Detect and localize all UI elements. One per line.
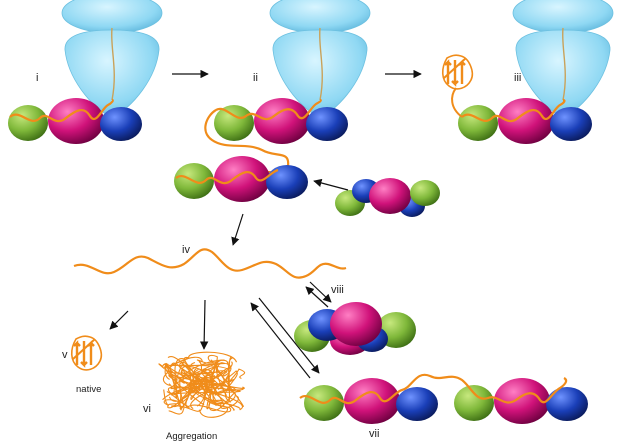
arrow-unfolded-to-vii — [258, 297, 320, 374]
arrow-released-to-unfolded — [231, 213, 244, 246]
aggregate-strand — [205, 368, 246, 390]
label-vi: vi — [143, 403, 151, 415]
aggregate-strand — [174, 358, 237, 399]
caption-native: native — [76, 384, 101, 395]
arrow-cluster-to-released — [313, 178, 349, 191]
stage-iii-native-domain-icon — [441, 53, 474, 91]
stage-ii-ribosome — [269, 0, 371, 119]
released-protein — [174, 156, 308, 202]
stage-vii-proteins — [299, 373, 588, 424]
aggregate-strand — [180, 365, 236, 405]
aggregate-strand — [168, 378, 216, 402]
caption-aggregation: Aggregation — [166, 431, 217, 442]
stage-i-nascent-protein — [8, 98, 142, 144]
misfolded-cluster-top — [335, 178, 440, 217]
arrow-unfolded-to-native — [109, 310, 129, 330]
label-v: v — [62, 349, 68, 361]
misfolded-cluster-viii — [294, 302, 416, 355]
aggregate-strand — [171, 380, 228, 418]
label-iii: iii — [514, 72, 521, 84]
arrow-unfolded-to-aggregation — [199, 299, 209, 350]
label-ii: ii — [253, 72, 258, 84]
arrow-viii-to-unfolded — [305, 286, 329, 308]
label-i: i — [36, 72, 38, 84]
aggregate-strand — [158, 363, 202, 390]
aggregation-tangle — [158, 351, 246, 418]
arrow-unfolded-to-viii — [309, 281, 332, 303]
aggregate-strand — [169, 361, 200, 411]
native-fold-icon — [70, 334, 103, 372]
label-iv: iv — [182, 244, 190, 256]
label-viii: viii — [331, 284, 344, 296]
stage-i-ribosome — [61, 0, 163, 119]
stage-iii-protein — [451, 87, 592, 144]
aggregate-strand — [163, 389, 190, 409]
unfolded-chain — [73, 248, 347, 279]
label-vii: vii — [369, 428, 379, 440]
aggregate-strand — [170, 354, 219, 407]
arrow-vii-to-unfolded — [250, 302, 311, 379]
aggregate-strand — [178, 361, 225, 390]
stage-iii-ribosome — [512, 0, 614, 119]
